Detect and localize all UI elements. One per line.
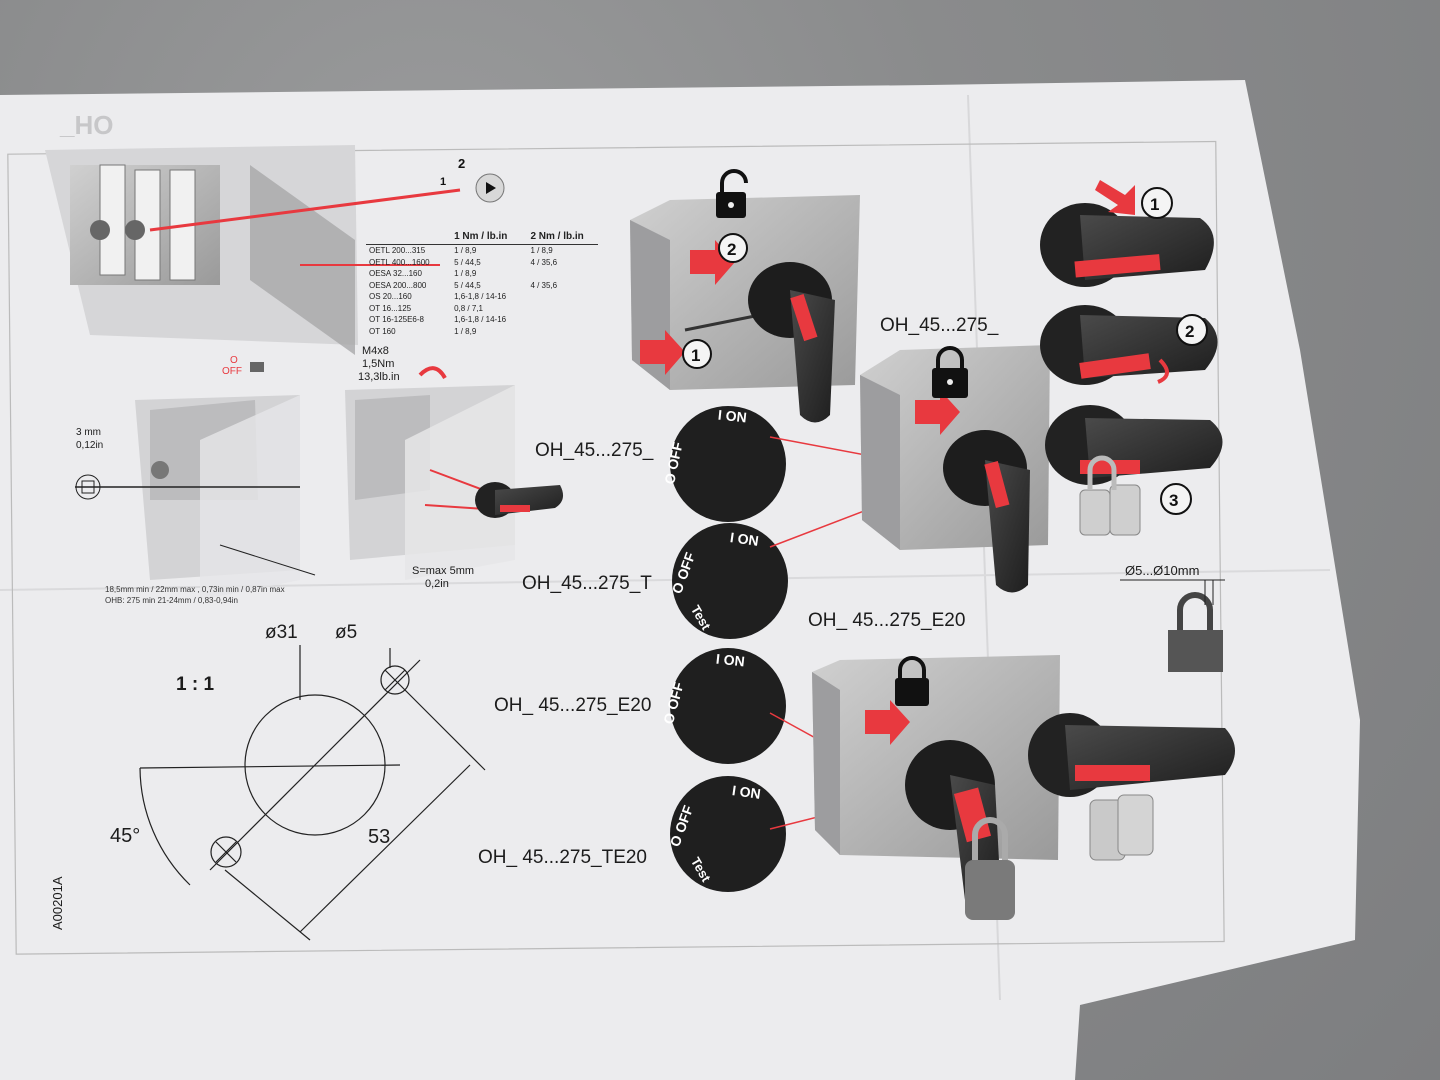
dial-3-model: OH_ 45...275_E20: [494, 695, 652, 716]
screw-torque-nm: 1,5Nm: [362, 358, 395, 370]
door-gap-max: S=max 5mm: [412, 565, 475, 577]
header-code: _HO: [60, 110, 114, 140]
svg-text:1: 1: [1150, 195, 1159, 214]
padlock-size: Ø5...Ø10mm: [1125, 563, 1200, 578]
document-code: A00201A: [50, 876, 65, 931]
lock-top-model: OH_45...275_: [880, 315, 999, 336]
screw-size: M4x8: [362, 345, 389, 357]
drilling-distance: 53: [368, 826, 391, 848]
col1-header: 1 Nm / lb.in: [454, 230, 508, 242]
svg-text:2: 2: [458, 156, 465, 171]
drilling-scale: 1 : 1: [176, 674, 215, 695]
dial-3-on: I ON: [715, 650, 746, 670]
svg-text:2: 2: [1185, 322, 1194, 341]
door-gap-in: 0,2in: [425, 578, 449, 590]
svg-text:1: 1: [440, 176, 446, 188]
frame-border: [7, 140, 1225, 955]
drilling-small-diameter: ø5: [335, 622, 358, 643]
dial-2-model: OH_45...275_T: [522, 573, 652, 594]
step-number-2-icon: 2: [718, 233, 748, 263]
torque-table: 1 Nm / lb.in 2 Nm / lb.in OETL 200...315…: [366, 228, 598, 337]
dial-1-on: I ON: [717, 406, 748, 426]
handle-mounting-illustration: [250, 362, 564, 580]
drilling-large-diameter: ø31: [265, 622, 298, 643]
door-thickness-line2: OHB: 275 min 21-24mm / 0,83-0,94in: [105, 596, 238, 605]
step-1-label: 1: [691, 346, 700, 365]
step-number-1-icon: 1: [682, 339, 712, 369]
switch-mounting-illustration: 2 1: [45, 145, 505, 355]
drilling-template: [139, 645, 486, 941]
svg-text:3: 3: [1169, 491, 1178, 510]
enclosure-unlocked-illustration: [630, 169, 860, 423]
padlock-size-icon: [1120, 579, 1225, 672]
door-drilling-illustration: [75, 395, 316, 600]
enclosure-locked-illustration: [860, 345, 1050, 593]
handle-step-2-illustration: 2: [1040, 305, 1218, 385]
switch-off-symbol: O: [230, 355, 238, 366]
drilling-angle: 45°: [110, 825, 141, 847]
hole-gauge-mm: 3 mm: [76, 427, 101, 438]
enclosure-padlocked-illustration: [812, 655, 1235, 920]
handle-step-3-illustration: 3: [1045, 405, 1223, 536]
screw-torque-lb: 13,3lb.in: [358, 371, 400, 383]
lock-bottom-model: OH_ 45...275_E20: [808, 610, 966, 631]
switch-off-label: OFF: [222, 366, 242, 377]
col2-header: 2 Nm / lb.in: [530, 230, 584, 242]
step-2-label: 2: [727, 240, 736, 259]
torque-table-header: 1 Nm / lb.in 2 Nm / lb.in: [366, 228, 598, 245]
hole-gauge-in: 0,12in: [76, 440, 104, 451]
door-thickness-line1: 18,5mm min / 22mm max , 0,73in min / 0,8…: [105, 585, 285, 594]
dial-4-model: OH_ 45...275_TE20: [478, 847, 647, 868]
dial-1-model: OH_45...275_: [535, 440, 654, 461]
handle-step-1-illustration: 1: [1040, 180, 1214, 287]
